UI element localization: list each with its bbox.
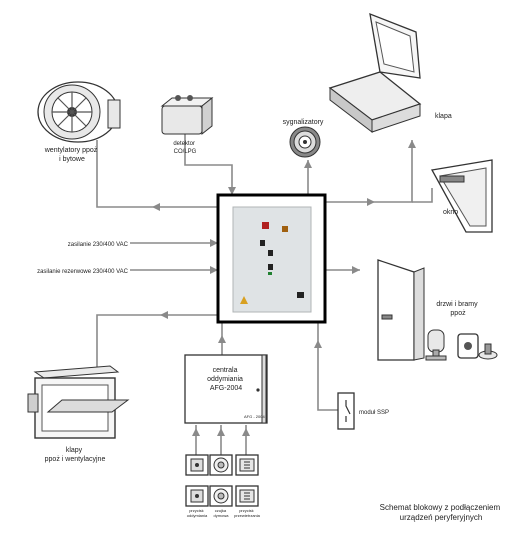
arrow-central (218, 335, 226, 343)
vent-button-2-icon (235, 485, 259, 507)
arrow-from-detector (228, 187, 236, 195)
detector-label: detektor CO/LPG (173, 141, 196, 155)
signalers-label: sygnalizatory (283, 119, 324, 126)
fan-icon (37, 81, 121, 143)
arrow-to-okno (367, 198, 375, 206)
window-icon (430, 159, 493, 233)
roof-hatch-icon (328, 12, 422, 134)
arrow-to-hatch (408, 140, 416, 148)
smoke-detector-icon (209, 454, 233, 476)
arrow-supply-backup (210, 266, 218, 274)
smoke-button-icon (185, 454, 209, 476)
damper-icon (27, 365, 130, 439)
arrow-to-dampers (160, 311, 168, 319)
btn-smoke-label: przycisk oddymiania (187, 508, 208, 518)
siren-icon (289, 126, 321, 158)
door-closer-icon (425, 329, 447, 361)
central-label: centrala oddymiania AFG-2004 (207, 367, 245, 392)
door-icon (377, 259, 425, 361)
hatch-label: klapa (435, 113, 452, 120)
doors-label: drzwi i bramy ppoż (436, 301, 479, 317)
supply-backup-label: zasilanie rezerwowe 230/400 VAC (37, 269, 129, 275)
ssp-module-icon (337, 392, 355, 430)
arrow-to-signalers (304, 160, 312, 168)
arrow-to-doors (352, 266, 360, 274)
supply-main-label: zasilanie 230/400 VAC (68, 242, 129, 248)
detector-icon (160, 95, 214, 136)
ssp-label: moduł SSP (359, 410, 389, 416)
smoke-button-2-icon (185, 485, 209, 507)
arrow-btn-3 (242, 428, 250, 436)
dampers-label: klapy ppoż i wentylacyjne (45, 447, 106, 463)
magnet-holder-icon (457, 333, 498, 360)
window-label: okno (443, 209, 458, 216)
central-small-label: AFG - 2004 (244, 414, 265, 419)
arrow-ssp (314, 340, 322, 348)
vent-button-icon (235, 454, 259, 476)
caption: Schemat blokowy z podłączeniem urządzeń … (380, 503, 503, 522)
smoke-detector-2-icon (209, 485, 233, 507)
connections (96, 132, 433, 455)
arrow-btn-1 (192, 428, 200, 436)
central-unit-box (184, 354, 268, 424)
arrow-btn-2 (217, 428, 225, 436)
central-panel (216, 193, 327, 324)
fans-label: wentylatory ppoż i bytowe (44, 147, 99, 163)
btn-wind-label: czujka dymowa (214, 508, 230, 518)
arrow-supply-main (210, 239, 218, 247)
btn-vent-label: przycisk przewietrzania (234, 508, 261, 518)
arrow-to-fans (152, 203, 160, 211)
